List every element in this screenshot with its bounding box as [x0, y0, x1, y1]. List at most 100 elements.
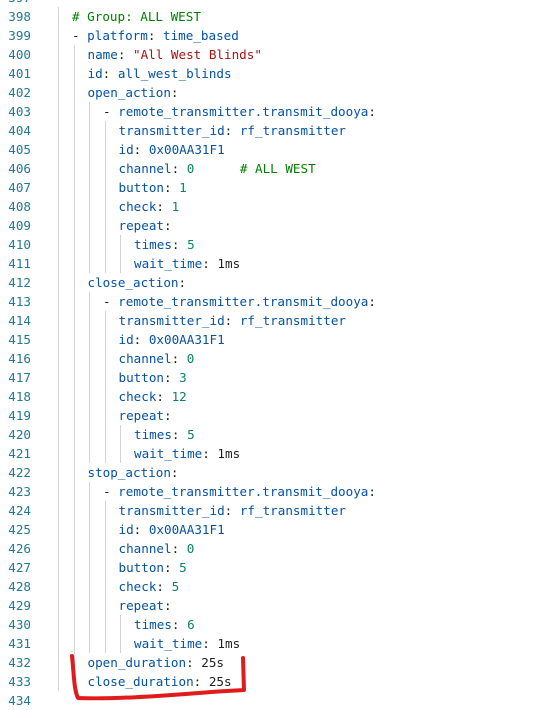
indent-guide	[73, 387, 75, 406]
code-text: transmitter_id: rf_transmitter	[119, 311, 346, 330]
indent-guide	[58, 482, 59, 501]
code-token-cmt: # Group: ALL WEST	[72, 9, 201, 24]
indent-guide	[73, 140, 75, 159]
code-token-key: remote_transmitter.transmit_dooya	[118, 484, 369, 499]
line-number: 433	[8, 674, 31, 689]
code-text: times: 5	[134, 235, 195, 254]
code-text: button: 1	[119, 178, 187, 197]
code-token-plain: :	[164, 370, 180, 385]
code-token-key: 0x00AA31F1	[148, 522, 225, 537]
code-token-key: stop_action	[87, 465, 171, 480]
code-token-plain: :	[171, 161, 187, 176]
indent-guide	[73, 292, 75, 311]
code-token-num: 0	[186, 161, 195, 176]
indent-guide	[89, 444, 90, 463]
indent-guide	[73, 178, 75, 197]
indent-guide	[104, 596, 106, 615]
indent-guide	[58, 615, 59, 634]
code-text: # Group: ALL WEST	[72, 7, 201, 26]
code-line[interactable]: 399- platform: time_based	[0, 26, 535, 45]
indent-guide	[89, 425, 90, 444]
line-number: 411	[8, 256, 31, 271]
indent-guide	[104, 159, 106, 178]
code-line[interactable]: 397	[0, 0, 535, 7]
code-text: check: 1	[119, 197, 180, 216]
code-token-key: repeat	[118, 408, 165, 423]
code-line[interactable]: 398 # Group: ALL WEST	[0, 7, 535, 26]
indent-guide	[58, 64, 59, 83]
line-number: 397	[0, 0, 31, 7]
code-token-plain: :	[224, 313, 240, 328]
code-token-plain: :	[164, 180, 180, 195]
indent-guide	[89, 558, 90, 577]
code-token-key: times	[134, 617, 172, 632]
code-token-str: "All West Blinds"	[133, 47, 262, 62]
indent-guide	[73, 482, 75, 501]
code-line[interactable]: 403- remote_transmitter.transmit_dooya:	[0, 102, 535, 121]
indent-guide	[104, 197, 106, 216]
code-token-key: close_duration	[87, 674, 194, 689]
indent-guide	[104, 520, 106, 539]
indent-guide	[73, 311, 75, 330]
indent-guide	[73, 349, 75, 368]
code-text: repeat:	[119, 596, 172, 615]
code-token-num: 0	[186, 541, 195, 556]
indent-guide	[73, 634, 75, 653]
indent-guide	[89, 140, 90, 159]
indent-guide	[73, 368, 75, 387]
code-text: wait_time: 1ms	[134, 254, 240, 273]
line-number: 428	[8, 579, 31, 594]
code-token-key: transmitter_id	[118, 503, 225, 518]
code-line[interactable]: 423- remote_transmitter.transmit_dooya:	[0, 482, 535, 501]
code-token-num: 3	[179, 370, 187, 385]
code-line[interactable]: 411 wait_time: 1ms	[0, 254, 535, 273]
code-text: - remote_transmitter.transmit_dooya:	[103, 292, 376, 311]
code-token-plain: :	[164, 560, 180, 575]
indent-guide	[58, 45, 59, 64]
code-token-num: 1	[179, 180, 187, 195]
code-token-key: check	[118, 389, 157, 404]
line-number: 416	[8, 351, 31, 366]
indent-guide	[73, 64, 75, 83]
code-line[interactable]: 413- remote_transmitter.transmit_dooya:	[0, 292, 535, 311]
code-token-plain: :	[202, 256, 218, 271]
code-line[interactable]: 434	[0, 691, 535, 710]
indent-guide	[73, 197, 75, 216]
indent-guide	[89, 330, 90, 349]
code-token-key: remote_transmitter.transmit_dooya	[118, 294, 369, 309]
line-number: 398	[8, 9, 31, 24]
code-token-key: wait_time	[134, 636, 203, 651]
code-token-key: repeat	[118, 218, 165, 233]
